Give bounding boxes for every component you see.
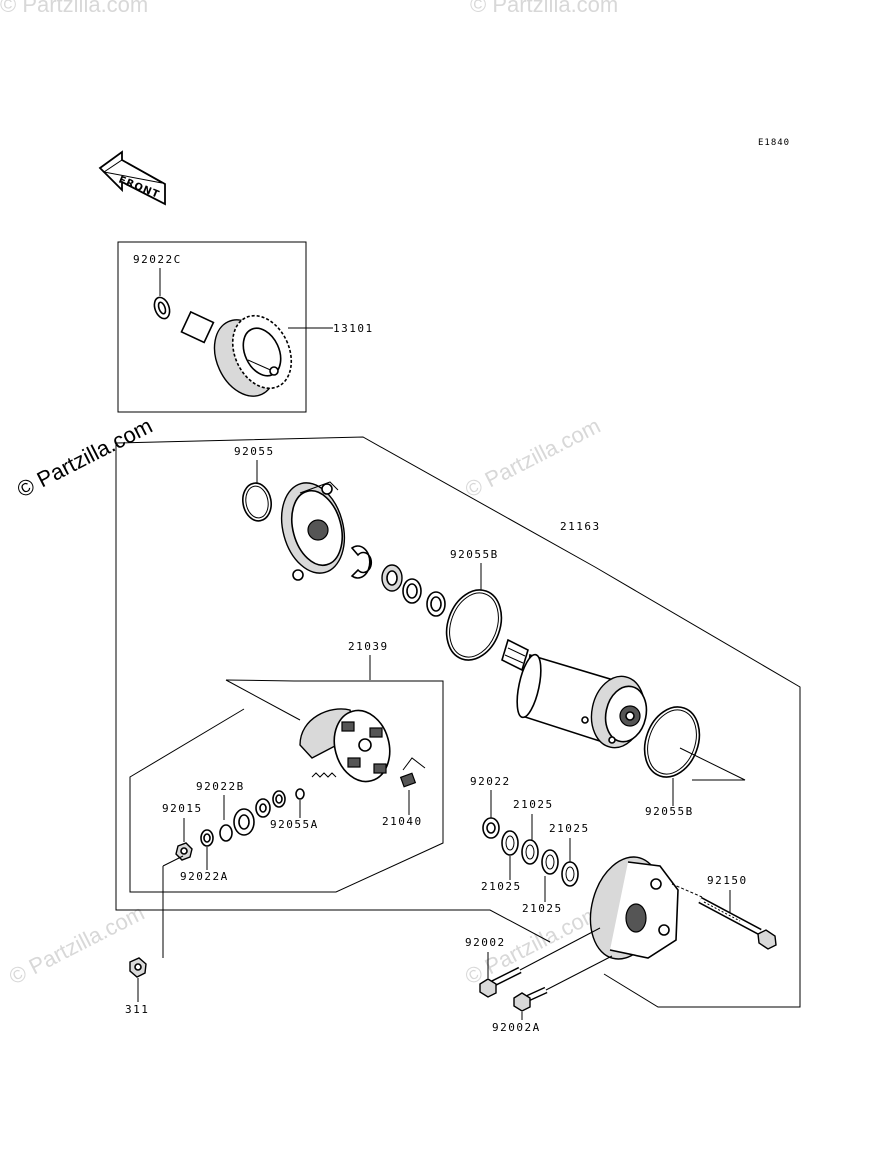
watermark-top-left: © Partzilla.com <box>0 0 148 17</box>
label-92022B: 92022B <box>196 780 245 793</box>
o-ring-92055B-bottom <box>643 706 701 778</box>
lock-plate <box>350 545 373 579</box>
label-92022: 92022 <box>470 775 511 788</box>
label-92022C: 92022C <box>133 253 182 266</box>
label-92055: 92055 <box>234 445 275 458</box>
label-21039: 21039 <box>348 640 389 653</box>
label-311: 311 <box>125 1003 149 1016</box>
label-92055A: 92055A <box>270 818 319 831</box>
washer-92022B <box>219 824 233 842</box>
bolt-92150 <box>671 883 777 950</box>
main-frame-left <box>115 443 551 943</box>
brush-holder-part <box>299 708 391 783</box>
label-92055B-bottom: 92055B <box>645 805 694 818</box>
clutch-assembly-box <box>117 241 307 413</box>
label-92002A: 92002A <box>492 1021 541 1034</box>
label-21025-right: 21025 <box>549 822 590 835</box>
partzilla-watermark: © Partzilla.com <box>13 413 156 503</box>
brush-spring <box>311 772 337 778</box>
yoke-armature-part <box>501 638 648 749</box>
label-21025-left: 21025 <box>481 880 522 893</box>
label-21163: 21163 <box>560 520 601 533</box>
watermark-top-right: © Partzilla.com <box>470 0 618 17</box>
rear-cover-part <box>589 856 679 960</box>
front-cover-part <box>280 481 346 581</box>
bolt-92002 <box>479 927 601 998</box>
label-92055B-top: 92055B <box>450 548 499 561</box>
brush-part-21040 <box>399 757 426 788</box>
starter-clutch-part <box>153 296 293 397</box>
diagram-code: E1840 <box>758 138 790 148</box>
label-92002: 92002 <box>465 936 506 949</box>
o-ring-92055B-top <box>445 589 503 661</box>
brush-holder-frame <box>129 680 444 893</box>
main-frame-right <box>115 436 801 1008</box>
label-21025-top: 21025 <box>513 798 554 811</box>
watermark-lower-left: © Partzilla.com <box>5 900 148 990</box>
label-21040: 21040 <box>382 815 423 828</box>
o-ring-92055 <box>242 482 272 522</box>
label-92015: 92015 <box>162 802 203 815</box>
label-13101: 13101 <box>333 322 374 335</box>
o-ring-92055A <box>295 788 305 800</box>
label-21025-bottom: 21025 <box>522 902 563 915</box>
bolt-92002A <box>513 955 613 1012</box>
label-92150: 92150 <box>707 874 748 887</box>
front-arrow-icon: FRONT <box>98 150 166 206</box>
watermark-center: © Partzilla.com <box>461 413 604 503</box>
label-92022A: 92022A <box>180 870 229 883</box>
